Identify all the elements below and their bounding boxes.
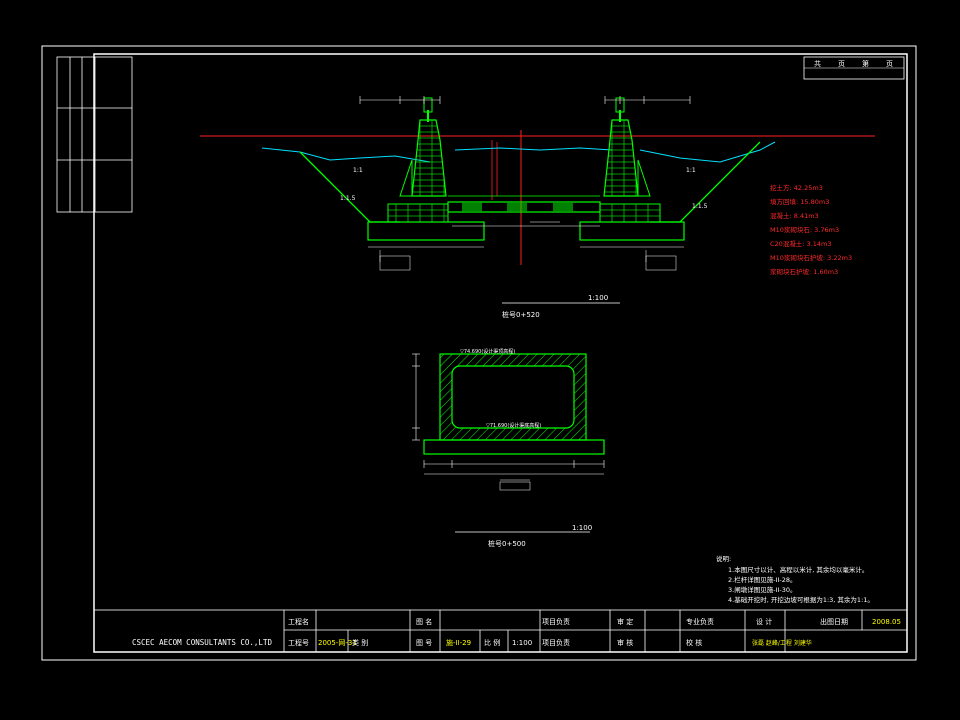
slope-right: [650, 141, 761, 223]
notes: 说明: 1.本图尺寸以计、高程以米计, 其余均以毫米计。 2.栏杆详图见施-II…: [716, 554, 874, 604]
slope-left: [299, 151, 400, 223]
outer-frame: [41, 45, 917, 661]
quantity-item: 填方回填: 15.80m3: [770, 197, 829, 206]
culvert-top-level: ▽74.690(设计渠顶高程): [460, 348, 515, 355]
quantity-item: M10浆砌块石护坡: 3.22m3: [770, 253, 852, 262]
page-box-label-current: 页: [886, 60, 893, 68]
date-value: 2008.05: [872, 618, 901, 626]
base-left: [367, 221, 485, 241]
note-item: 1.本图尺寸以计、高程以米计, 其余均以毫米计。: [728, 565, 868, 574]
drawing-no: 施-II-29: [446, 638, 471, 647]
section-b-scale: 1:100: [572, 524, 592, 532]
note-item: 3.闸墩详图见施-II-30。: [728, 585, 797, 594]
page-box-label-page: 页: [838, 60, 845, 68]
scale-label: 比 例: [484, 638, 500, 647]
slope-ratio-left-upper: 1:1: [353, 167, 363, 174]
project-name-label: 工程名: [288, 617, 309, 626]
base-right: [579, 221, 685, 241]
check-label: 校 核: [686, 638, 702, 647]
notes-title: 说明:: [716, 554, 731, 563]
quantity-item: C20混凝土: 3.14m3: [770, 239, 832, 248]
ground-line-right: [639, 141, 776, 163]
quantity-item: 挖土方: 42.25m3: [770, 183, 823, 192]
slope-ratio-left-lower: 1:1.5: [340, 195, 356, 202]
quantities-list: 挖土方: 42.25m3 填方回填: 15.80m3 混凝土: 8.41m3 M…: [770, 183, 852, 276]
review-label: 审 定: [617, 617, 633, 626]
page-box: 共 页 第 页: [803, 56, 905, 80]
page-box-label-total: 共: [814, 59, 821, 68]
drawing-no-label: 图 号: [416, 639, 432, 647]
ground-line-mid: [454, 147, 613, 151]
category-label: 类 别: [352, 638, 368, 647]
wall-right: [603, 119, 639, 197]
note-item: 4.基础开挖时, 开挖边坡可根据为1:3, 其余为1:1。: [728, 595, 874, 604]
date-label: 出图日期: [820, 617, 848, 626]
slope-ratio-right-upper: 1:1: [686, 167, 696, 174]
quantity-item: 混凝土: 8.41m3: [770, 211, 819, 220]
footing-right: [599, 203, 661, 223]
culvert-opening: [451, 365, 575, 429]
section-a: 1:1 1:1.5 1:1 1:1.5 1:100 桩号0+520: [200, 96, 875, 319]
design-label: 设 计: [756, 617, 772, 626]
quantity-item: 浆砌块石护坡: 1.60m3: [770, 267, 838, 276]
discipline-lead-label: 专业负责: [686, 617, 714, 626]
culvert-base: [423, 439, 605, 455]
section-a-scale: 1:100: [588, 294, 608, 302]
drawing-name-label: 图 名: [416, 617, 432, 626]
culvert-bottom-level: ▽71.690(设计渠底高程): [486, 422, 541, 429]
quantity-item: M10浆砌块石: 3.76m3: [770, 225, 839, 234]
wall-left: [411, 119, 447, 197]
company-name: CSCEC AECOM CONSULTANTS CO.,LTD: [132, 638, 272, 647]
slope-ratio-right-lower: 1:1.5: [692, 203, 708, 210]
project-lead-label: 项目负责: [542, 617, 570, 626]
ground-line-left: [261, 147, 431, 163]
page-box-label-no: 第: [862, 59, 869, 68]
section-b: ▽74.690(设计渠顶高程) ▽71.690(设计渠底高程) 1:100 桩号…: [412, 348, 605, 548]
scale-value: 1:100: [512, 639, 532, 647]
project-no-label: 工程号: [288, 638, 309, 647]
note-item: 2.栏杆详图见施-II-28。: [728, 575, 797, 584]
channel-slab: [447, 201, 601, 213]
project-lead2-label: 项目负责: [542, 638, 570, 647]
audit-label: 审 核: [617, 638, 633, 647]
section-b-caption: 桩号0+500: [488, 539, 526, 548]
title-block: [93, 609, 908, 653]
design-names: 张磊 赵峰/工程 刘建华: [752, 639, 812, 647]
binding-grid: [56, 56, 133, 213]
project-no: 2005-网-31: [318, 639, 357, 647]
section-a-caption: 桩号0+520: [502, 310, 540, 319]
footing-left: [387, 203, 449, 223]
